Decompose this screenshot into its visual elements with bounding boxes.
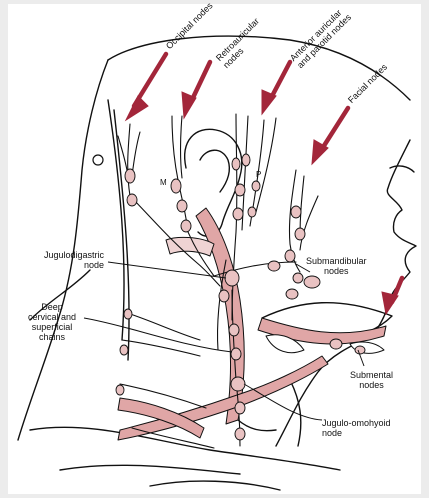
muscle-letter-masseter: M — [160, 178, 167, 188]
eye-outline — [390, 166, 414, 172]
muscle-letter-parotid: P — [256, 170, 261, 180]
clavicle-outline — [30, 427, 340, 470]
label-jugulo-omohyoid-node: Jugulo-omohyoid node — [322, 418, 391, 438]
leader-jugulodigastric — [108, 262, 226, 278]
label-submandibular-nodes: Submandibular nodes — [306, 256, 367, 276]
arrow-facial — [312, 108, 348, 164]
arrow-occipital — [126, 54, 166, 120]
label-submental-nodes: Submental nodes — [350, 370, 393, 390]
label-deep-cervical-chains: Deep cervical and superficial chains — [28, 302, 76, 342]
label-jugulodigastric-node: Jugulodigastric node — [44, 250, 104, 270]
arrow-anterior-auricular — [262, 62, 290, 114]
arrow-retroauricular — [182, 62, 210, 118]
arrow-submental — [382, 278, 402, 314]
face-profile — [372, 140, 416, 336]
